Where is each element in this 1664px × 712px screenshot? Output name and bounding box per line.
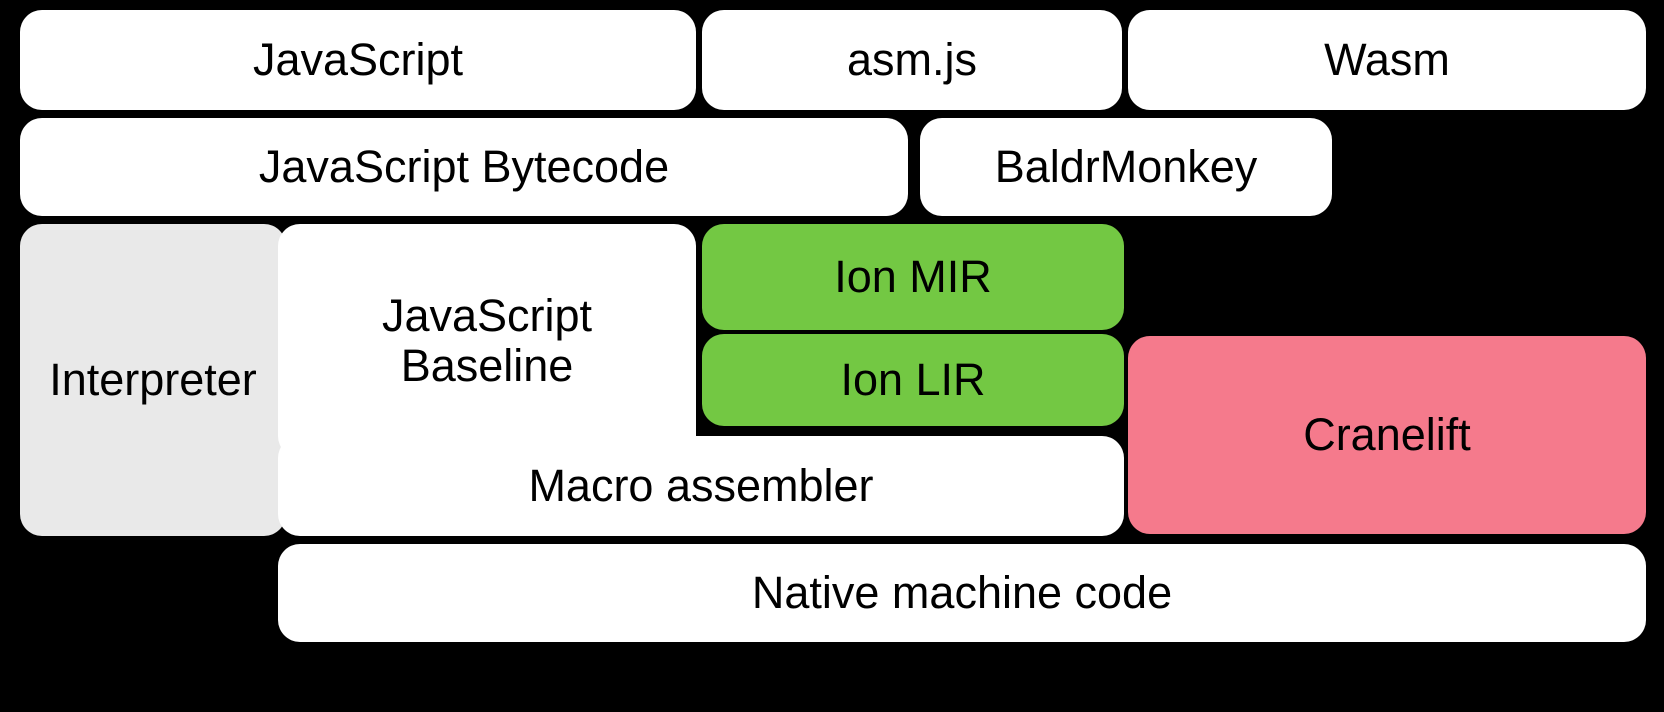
node-baldrmonkey: BaldrMonkey [920,118,1332,216]
node-macro-assembler: Macro assembler [278,436,1124,536]
node-ion-mir: Ion MIR [702,224,1124,330]
node-cranelift: Cranelift [1128,336,1646,534]
node-javascript-source: JavaScript [20,10,696,110]
node-javascript-bytecode: JavaScript Bytecode [20,118,908,216]
node-interpreter: Interpreter [20,224,286,536]
node-asm-js-source: asm.js [702,10,1122,110]
node-wasm-source: Wasm [1128,10,1646,110]
node-ion-lir: Ion LIR [702,334,1124,426]
node-native-machine-code: Native machine code [278,544,1646,642]
node-javascript-baseline: JavaScript Baseline [278,224,696,458]
